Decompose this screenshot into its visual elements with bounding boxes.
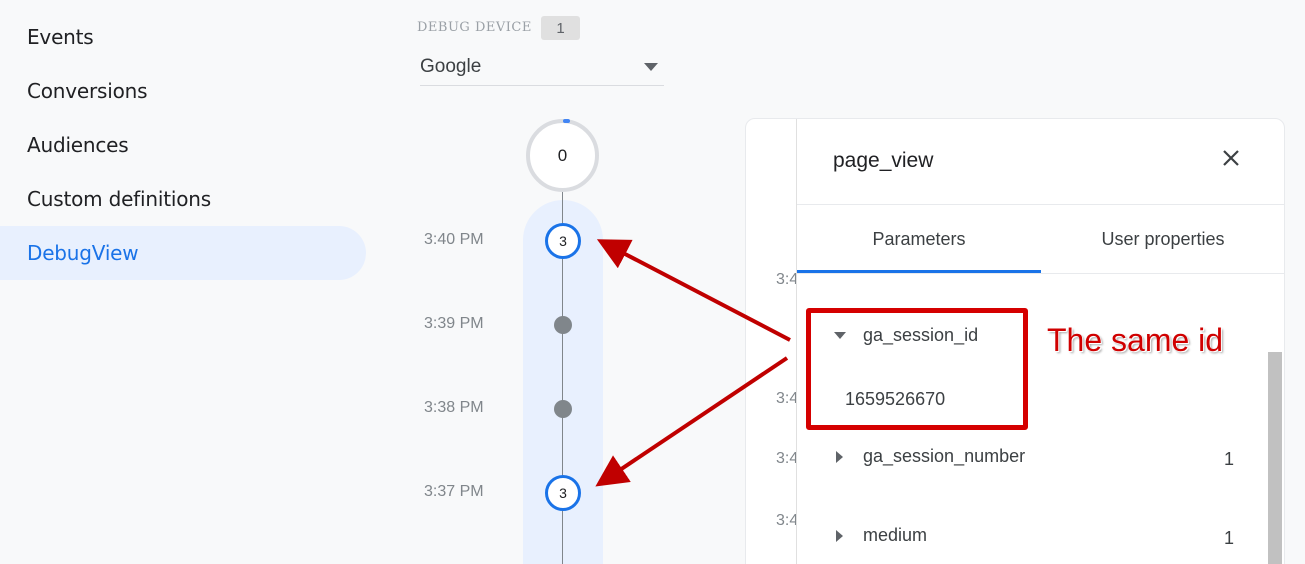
timeline-event-dot[interactable] (554, 400, 572, 418)
gutter-time-label: 3:4 (776, 271, 796, 288)
gutter-time-label: 3:4 (776, 450, 796, 467)
sidebar-item-debugview[interactable]: DebugView (0, 226, 366, 280)
timeline-event-dot[interactable] (554, 316, 572, 334)
tabs-divider (797, 273, 1285, 274)
param-value: 1 (1224, 449, 1235, 469)
timeline-event-count[interactable]: 3 (545, 223, 581, 259)
debug-device-dropdown[interactable]: Google (420, 48, 664, 86)
param-name: ga_session_id (863, 325, 979, 345)
debug-device-selected: Google (420, 55, 482, 77)
param-row-ga-session-id[interactable]: ga_session_id (834, 325, 1234, 346)
progress-arc-icon (563, 119, 570, 123)
expanded-triangle-icon (834, 332, 846, 339)
close-icon (1223, 150, 1239, 166)
event-name-title: page_view (833, 149, 934, 172)
event-count-value: 3 (559, 485, 567, 501)
param-value-ga-session-id: 1659526670 (845, 389, 946, 409)
panel-gutter-divider (796, 119, 797, 564)
event-detail-panel: 3:4 3:4 3:4 3:4 page_view Parameters Use… (745, 118, 1285, 564)
param-row-medium[interactable]: medium (834, 525, 1234, 546)
tab-parameters[interactable]: Parameters (797, 205, 1041, 273)
sidebar-item-custom-definitions[interactable]: Custom definitions (27, 187, 211, 211)
timeline-time-label: 3:38 PM (424, 399, 484, 416)
debug-device-count-badge: 1 (541, 16, 580, 40)
param-row-ga-session-number[interactable]: ga_session_number (834, 446, 1234, 467)
param-value: 1 (1224, 528, 1235, 548)
timeline-line (562, 192, 563, 564)
gutter-time-label: 3:4 (776, 512, 796, 529)
gutter-time-label: 3:4 (776, 390, 796, 407)
sidebar-nav: Events Conversions Audiences Custom defi… (0, 0, 370, 564)
timeline-event-count[interactable]: 3 (545, 475, 581, 511)
timeline-time-label: 3:39 PM (424, 315, 484, 332)
collapsed-triangle-icon (836, 450, 843, 463)
param-name: medium (863, 525, 928, 545)
debug-device-label: DEBUG DEVICE (417, 20, 532, 35)
timeline-time-label: 3:37 PM (424, 483, 484, 500)
timeline-time-label: 3:40 PM (424, 231, 484, 248)
sidebar-item-events[interactable]: Events (27, 25, 94, 49)
event-count-value: 3 (559, 233, 567, 249)
header-divider (797, 204, 1285, 205)
seconds-stream-count: 0 (557, 145, 568, 165)
seconds-stream-counter[interactable]: 0 (526, 119, 599, 192)
tab-user-properties[interactable]: User properties (1101, 228, 1225, 249)
sidebar-item-conversions[interactable]: Conversions (27, 79, 148, 103)
caret-down-icon (644, 62, 658, 71)
param-name: ga_session_number (863, 446, 1026, 466)
sidebar-item-audiences[interactable]: Audiences (27, 133, 129, 157)
annotation-label: The same id (1047, 322, 1224, 358)
collapsed-triangle-icon (836, 529, 843, 542)
close-panel-button[interactable] (1216, 143, 1246, 173)
panel-scrollbar[interactable] (1268, 352, 1282, 564)
